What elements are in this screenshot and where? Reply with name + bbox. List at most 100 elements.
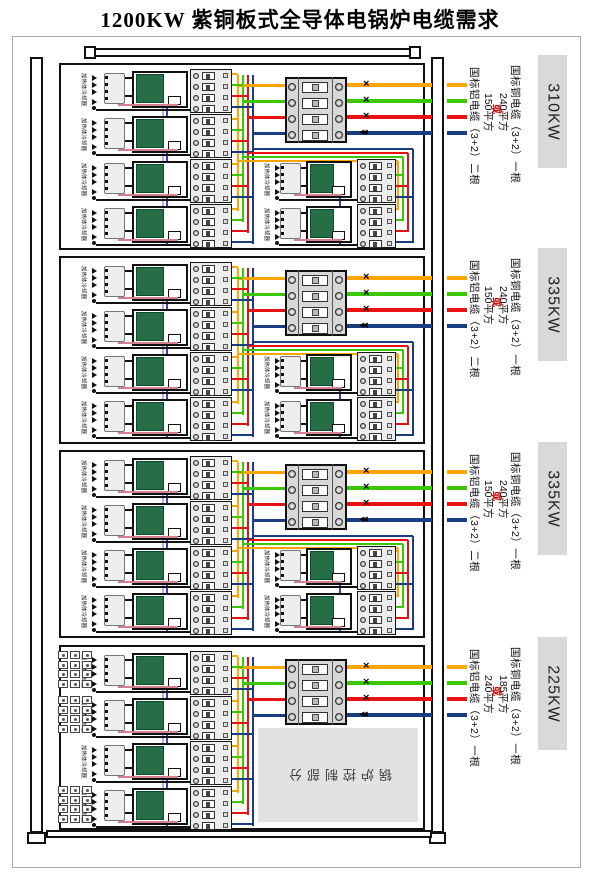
wire: [232, 627, 253, 631]
neutral-mark-icon: ◀◀: [359, 516, 368, 523]
terminal-grid-cell: [70, 805, 80, 813]
breaker-toggle: [206, 424, 210, 429]
screw-icon: [193, 412, 199, 418]
screw-icon: [360, 561, 366, 567]
heater-unit-label: 加热体冷却器: [80, 311, 86, 345]
breaker-terminal: [387, 367, 392, 372]
wire: [96, 437, 190, 439]
connector-pin: [281, 373, 284, 376]
heater-unit-label: 加热体冷却器: [80, 401, 86, 435]
arrow-icon: [92, 611, 97, 617]
screw-icon: [335, 83, 343, 91]
breaker-toggle: [373, 618, 377, 623]
breaker-toggle: [206, 220, 210, 225]
ssr-green-body: [310, 209, 334, 238]
terminal-dot: [275, 196, 279, 200]
connector-pin: [105, 335, 108, 338]
screw-icon: [193, 778, 199, 784]
terminal-grid-cell: [70, 670, 80, 678]
screw-icon: [193, 344, 199, 350]
connector-pin: [281, 366, 284, 369]
arrow-icon: [92, 576, 97, 582]
breaker-toggle: [206, 74, 210, 79]
wire: [251, 75, 255, 244]
wire: [125, 95, 132, 97]
screw-icon: [193, 493, 199, 499]
connector-pin: [105, 166, 108, 169]
wire: [401, 157, 405, 221]
ssr-green-body: [136, 209, 164, 238]
breaker-toggle: [206, 119, 210, 124]
wire: [232, 605, 243, 609]
screw-icon: [193, 617, 199, 623]
wire: [232, 755, 243, 759]
breaker-toggle: [373, 413, 377, 418]
heater-unit-label: 加热体冷却器: [263, 401, 269, 435]
connector-pin: [105, 218, 108, 221]
ssr-green-body: [136, 312, 164, 341]
wire: [232, 582, 253, 586]
connector-pin: [281, 225, 284, 228]
wire: [347, 276, 432, 280]
wire: [232, 332, 248, 336]
wire: [253, 340, 413, 344]
wire-break-icon: ×: [363, 676, 370, 688]
screw-icon: [360, 241, 366, 247]
wire: [347, 697, 432, 701]
wire: [251, 462, 255, 631]
breaker-terminal: [223, 151, 228, 156]
wire: [294, 581, 342, 583]
breaker-terminal: [223, 505, 228, 510]
arrow-icon: [275, 611, 280, 617]
wire: [232, 470, 243, 474]
breaker-toggle: [373, 562, 377, 567]
breaker-toggle: [373, 629, 377, 634]
wire: [232, 560, 243, 564]
wire: [232, 777, 253, 781]
wire: [232, 162, 238, 166]
breaker-terminal: [223, 801, 228, 806]
terminal-grid-cell: [82, 724, 92, 733]
wire: [232, 298, 253, 302]
breaker-toggle: [206, 186, 210, 191]
wire: [125, 554, 132, 556]
wire: [241, 462, 245, 609]
terminal-grid-cell: [58, 660, 68, 669]
wire: [232, 433, 253, 437]
connector-pin: [105, 619, 108, 622]
ssr-green-body: [136, 402, 164, 431]
wire-break-icon: ×: [363, 78, 370, 90]
wire: [232, 400, 238, 404]
kw-badge-label: 225KW: [544, 664, 562, 723]
breaker-terminal: [223, 823, 228, 828]
screw-icon: [335, 697, 343, 705]
wire: [347, 99, 432, 103]
terminal-dot: [92, 628, 96, 632]
screw-icon: [193, 367, 199, 373]
screw-icon: [193, 230, 199, 236]
connector-block: [104, 595, 125, 626]
arrow-icon: [92, 476, 97, 482]
breaker-terminal: [223, 84, 228, 89]
connector-pin: [281, 418, 284, 421]
connector-pin: [105, 508, 108, 511]
heater-unit-label: 加热体冷却器: [80, 73, 86, 107]
wire: [447, 518, 467, 522]
connector-pin: [105, 470, 108, 473]
breaker-toggle: [373, 209, 377, 214]
screw-icon: [193, 163, 199, 169]
wire: [253, 518, 285, 522]
screw-icon: [193, 118, 199, 124]
breaker-terminal: [223, 288, 228, 293]
main-breaker-sep: [332, 77, 333, 143]
wire: [232, 549, 238, 553]
main-breaker-sep: [298, 659, 299, 725]
arrow-icon: [275, 210, 280, 216]
breaker-terminal: [223, 527, 228, 532]
wire: [96, 541, 190, 543]
wire: [125, 704, 132, 706]
arrow-icon: [275, 576, 280, 582]
breaker-terminal: [387, 412, 392, 417]
breaker-toggle: [373, 435, 377, 440]
main-breaker-sep: [332, 659, 333, 725]
